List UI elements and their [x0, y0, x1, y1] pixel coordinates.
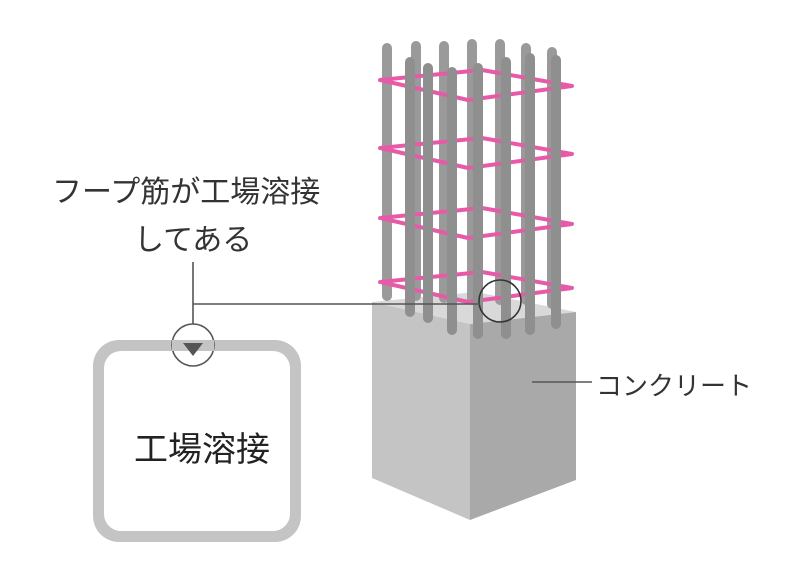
concrete-front-face — [372, 302, 470, 520]
weld-bead-mark — [183, 343, 203, 356]
concrete-label: コンクリート — [596, 372, 753, 402]
leader-lines — [192, 262, 592, 383]
caption-line-2: してある — [134, 223, 253, 258]
rebar-front-group — [405, 53, 561, 339]
weld-highlight-circle — [478, 279, 522, 323]
caption-line-1: フープ筋が工場溶接 — [52, 175, 321, 210]
concrete-side-face — [470, 312, 576, 520]
hoop-section-detail — [93, 323, 301, 542]
section-inner-area — [104, 351, 290, 531]
weld-detail-label: 工場溶接 — [134, 430, 270, 470]
